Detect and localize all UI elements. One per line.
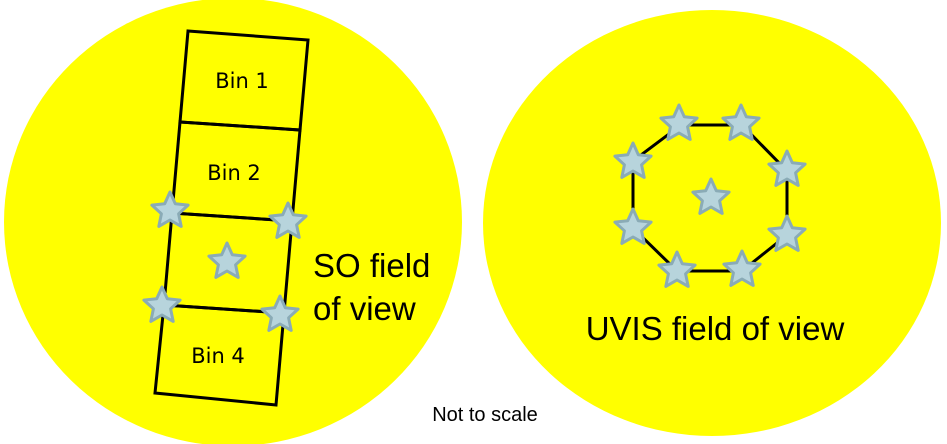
uvis-field-disc [483, 10, 941, 436]
so-panel: Bin 1 Bin 2 Bin 4 SO field of view [4, 0, 462, 444]
uvis-field-label: UVIS field of view [586, 310, 845, 347]
bin-4-box [153, 303, 286, 407]
so-field-label-line2: of view [313, 290, 416, 327]
bin-4-label: Bin 4 [191, 344, 245, 368]
so-field-disc [4, 0, 462, 444]
bin-1-label: Bin 1 [215, 69, 269, 93]
not-to-scale-note: Not to scale [432, 404, 538, 426]
uvis-panel: UVIS field of view [483, 10, 941, 436]
bin-2-label: Bin 2 [207, 161, 261, 185]
so-field-label-line1: SO field [313, 247, 430, 284]
